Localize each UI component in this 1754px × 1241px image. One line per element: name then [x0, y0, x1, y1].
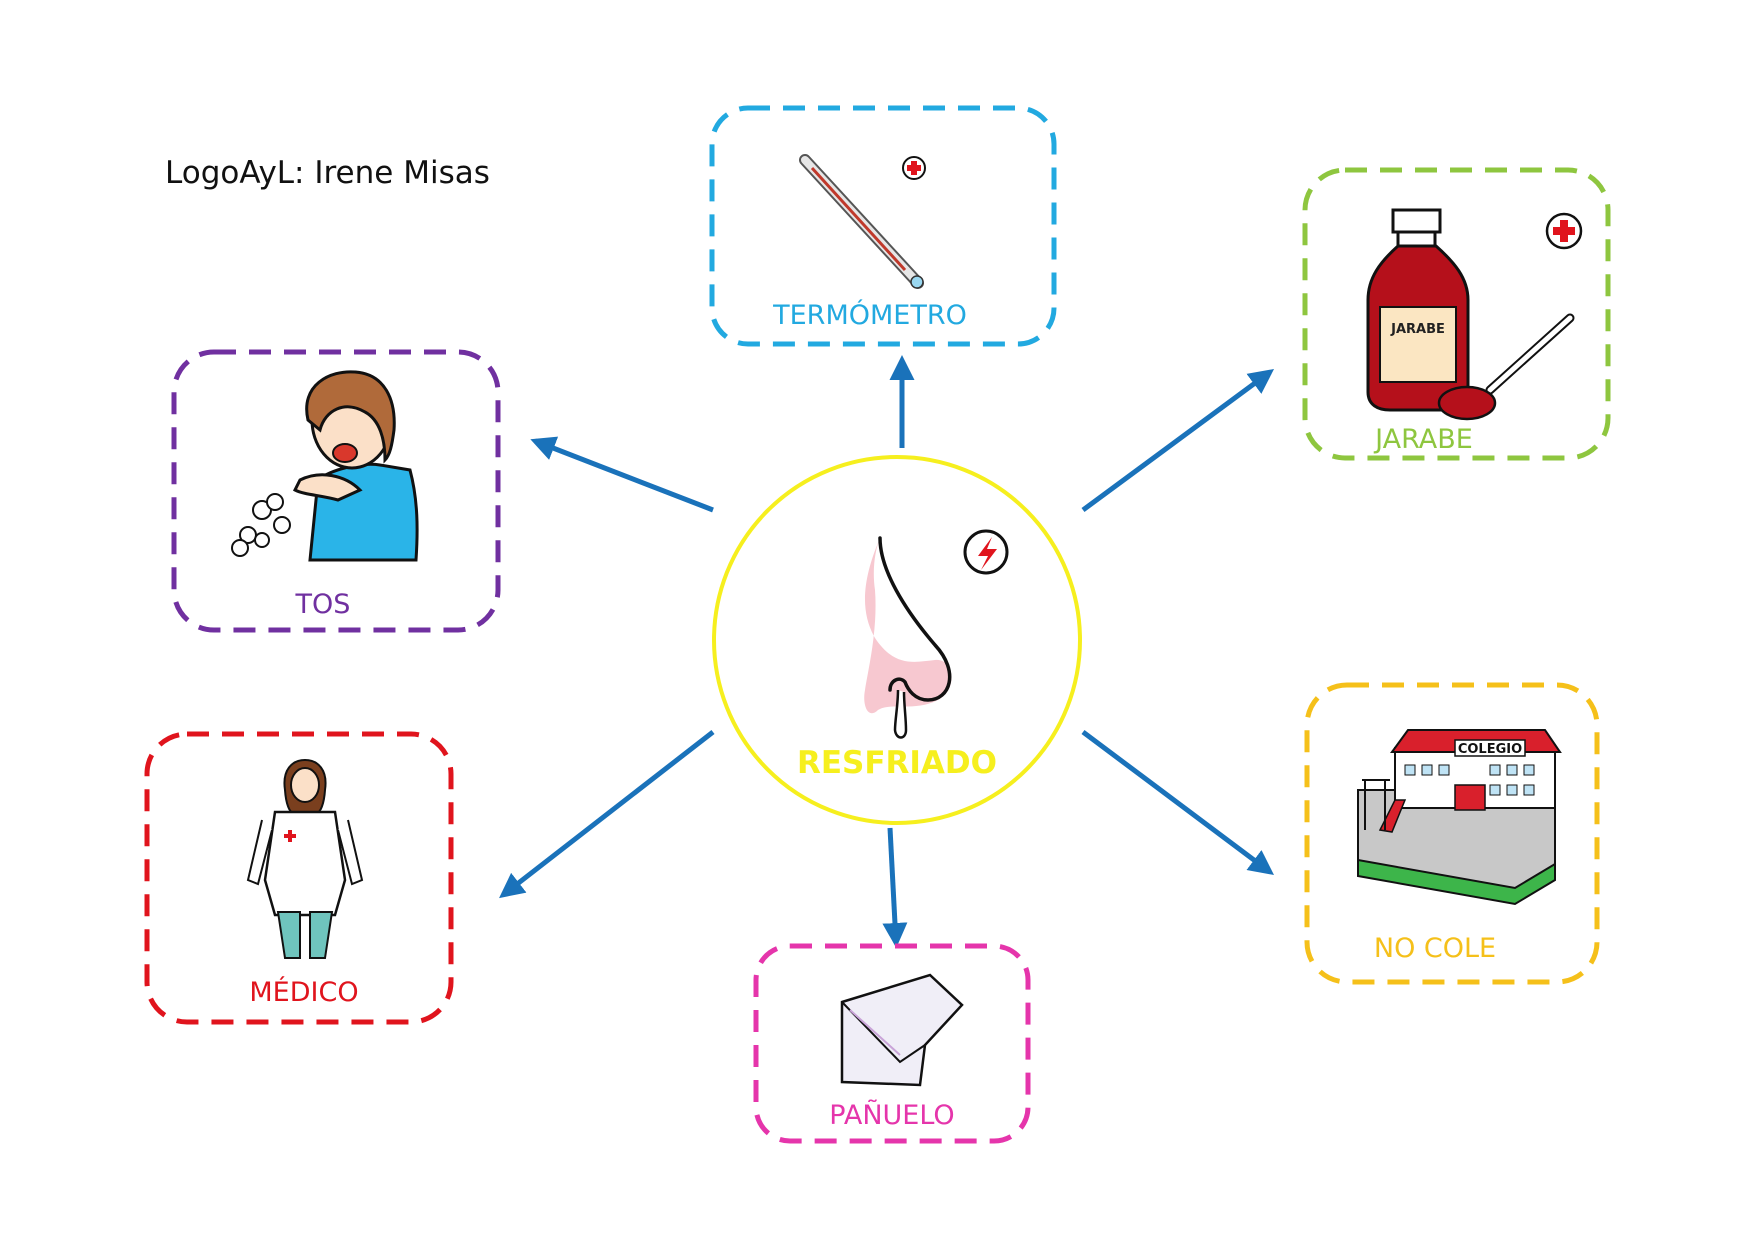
jarabe-label: JARABE [1373, 424, 1473, 455]
arrow-to-tos [530, 436, 714, 513]
center-label: RESFRIADO [797, 745, 997, 781]
arrow-to-panuelo [882, 827, 908, 948]
arrow-to-jarabe [1081, 369, 1275, 513]
syrup-bottle-spoon-icon: JARABE [1366, 208, 1583, 421]
author-credit: LogoAyL: Irene Misas [165, 155, 490, 191]
node-panuelo: PAÑUELO [753, 943, 1031, 1144]
node-termometro: TERMÓMETRO [709, 105, 1057, 347]
node-medico: MÉDICO [144, 731, 454, 1025]
medico-label: MÉDICO [249, 976, 358, 1008]
thermometer-icon [799, 154, 926, 289]
bottle-label-text: JARABE [1390, 322, 1445, 337]
center-node-resfriado: RESFRIADO [712, 455, 1082, 825]
arrows [499, 355, 1275, 948]
panuelo-label: PAÑUELO [829, 1099, 954, 1131]
nocole-label: NO COLE [1374, 933, 1496, 964]
node-tos: TOS [171, 349, 501, 633]
coughing-boy-icon [231, 370, 419, 562]
school-building-icon: COLEGIO [1357, 729, 1562, 906]
arrow-to-nocole [1081, 729, 1275, 875]
nose-pain-icon [864, 529, 1009, 739]
handkerchief-icon [840, 973, 964, 1087]
node-jarabe: JARABE JARABE [1302, 167, 1611, 461]
school-sign-text: COLEGIO [1458, 742, 1522, 757]
termometro-label: TERMÓMETRO [772, 299, 967, 331]
node-nocole: COLEGIO NO COLE [1304, 682, 1600, 985]
arrow-to-medico [499, 730, 715, 899]
doctor-icon [246, 758, 364, 959]
tos-label: TOS [295, 589, 351, 620]
